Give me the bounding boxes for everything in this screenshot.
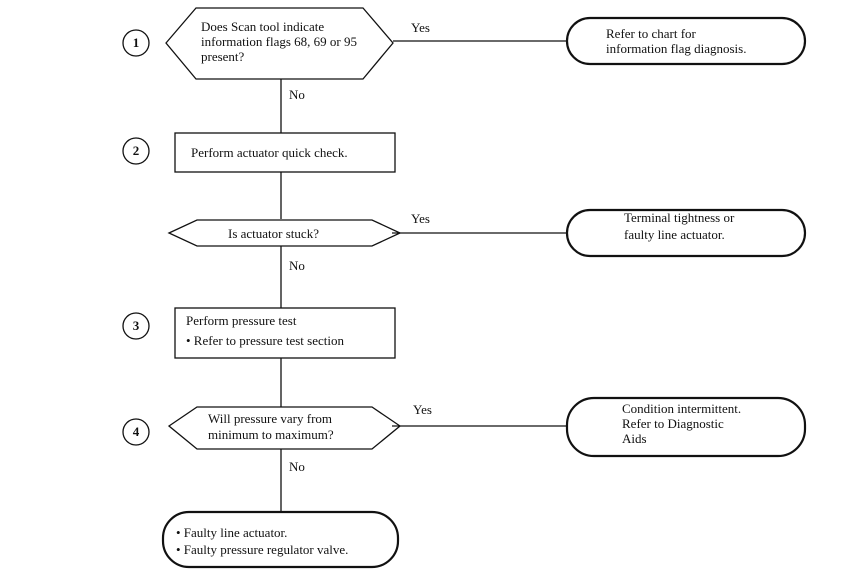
step-1-number: 1 (132, 35, 140, 50)
outcome-2-shape (565, 208, 807, 258)
yes-label-4: Yes (413, 402, 432, 417)
no-label-4: No (289, 459, 305, 474)
step-4-number: 4 (132, 424, 140, 439)
step-2-circle (122, 137, 150, 165)
decision-stuck-shape (167, 219, 402, 247)
no-label-1: No (289, 87, 305, 102)
step-1-circle (122, 29, 150, 57)
final-shape (161, 510, 400, 569)
decision-1-line-2: information flags 68, 69 or 95 (201, 34, 357, 49)
process-2-shape (174, 132, 396, 173)
step-3-number: 3 (132, 318, 140, 333)
outcome-3-line-2: Refer to Diagnostic (622, 416, 724, 431)
outcome-3-line-3: Aids (622, 431, 647, 446)
step-3-circle (122, 312, 150, 340)
outcome-2-line-1: Terminal tightness or (624, 210, 735, 225)
process-3-line-1: Perform pressure test (186, 313, 297, 328)
step-2-number: 2 (132, 143, 140, 158)
yes-label-1: Yes (411, 20, 430, 35)
decision-stuck-text: Is actuator stuck? (228, 226, 319, 241)
decision-4-line-2: minimum to maximum? (208, 427, 334, 442)
final-line-1: • Faulty line actuator. (176, 525, 288, 540)
decision-1-line-1: Does Scan tool indicate (201, 19, 325, 34)
decision-4-shape (167, 406, 402, 450)
no-label-stuck: No (289, 258, 305, 273)
outcome-1-line-1: Refer to chart for (606, 26, 696, 41)
step-4-circle (122, 418, 150, 446)
outcome-1-line-2: information flag diagnosis. (606, 41, 747, 56)
decision-4-line-1: Will pressure vary from (208, 411, 333, 426)
decision-1-line-3: present? (201, 49, 245, 64)
decision-1-shape (165, 7, 394, 80)
process-3-line-2: • Refer to pressure test section (186, 333, 344, 348)
process-2-text: Perform actuator quick check. (191, 145, 348, 160)
outcome-3-shape (565, 396, 807, 458)
yes-label-stuck: Yes (411, 211, 430, 226)
final-line-2: • Faulty pressure regulator valve. (176, 542, 349, 557)
outcome-2-line-2: faulty line actuator. (624, 227, 725, 242)
outcome-1-shape (565, 16, 807, 66)
outcome-3-line-1: Condition intermittent. (622, 401, 742, 416)
process-3-shape (174, 307, 396, 359)
